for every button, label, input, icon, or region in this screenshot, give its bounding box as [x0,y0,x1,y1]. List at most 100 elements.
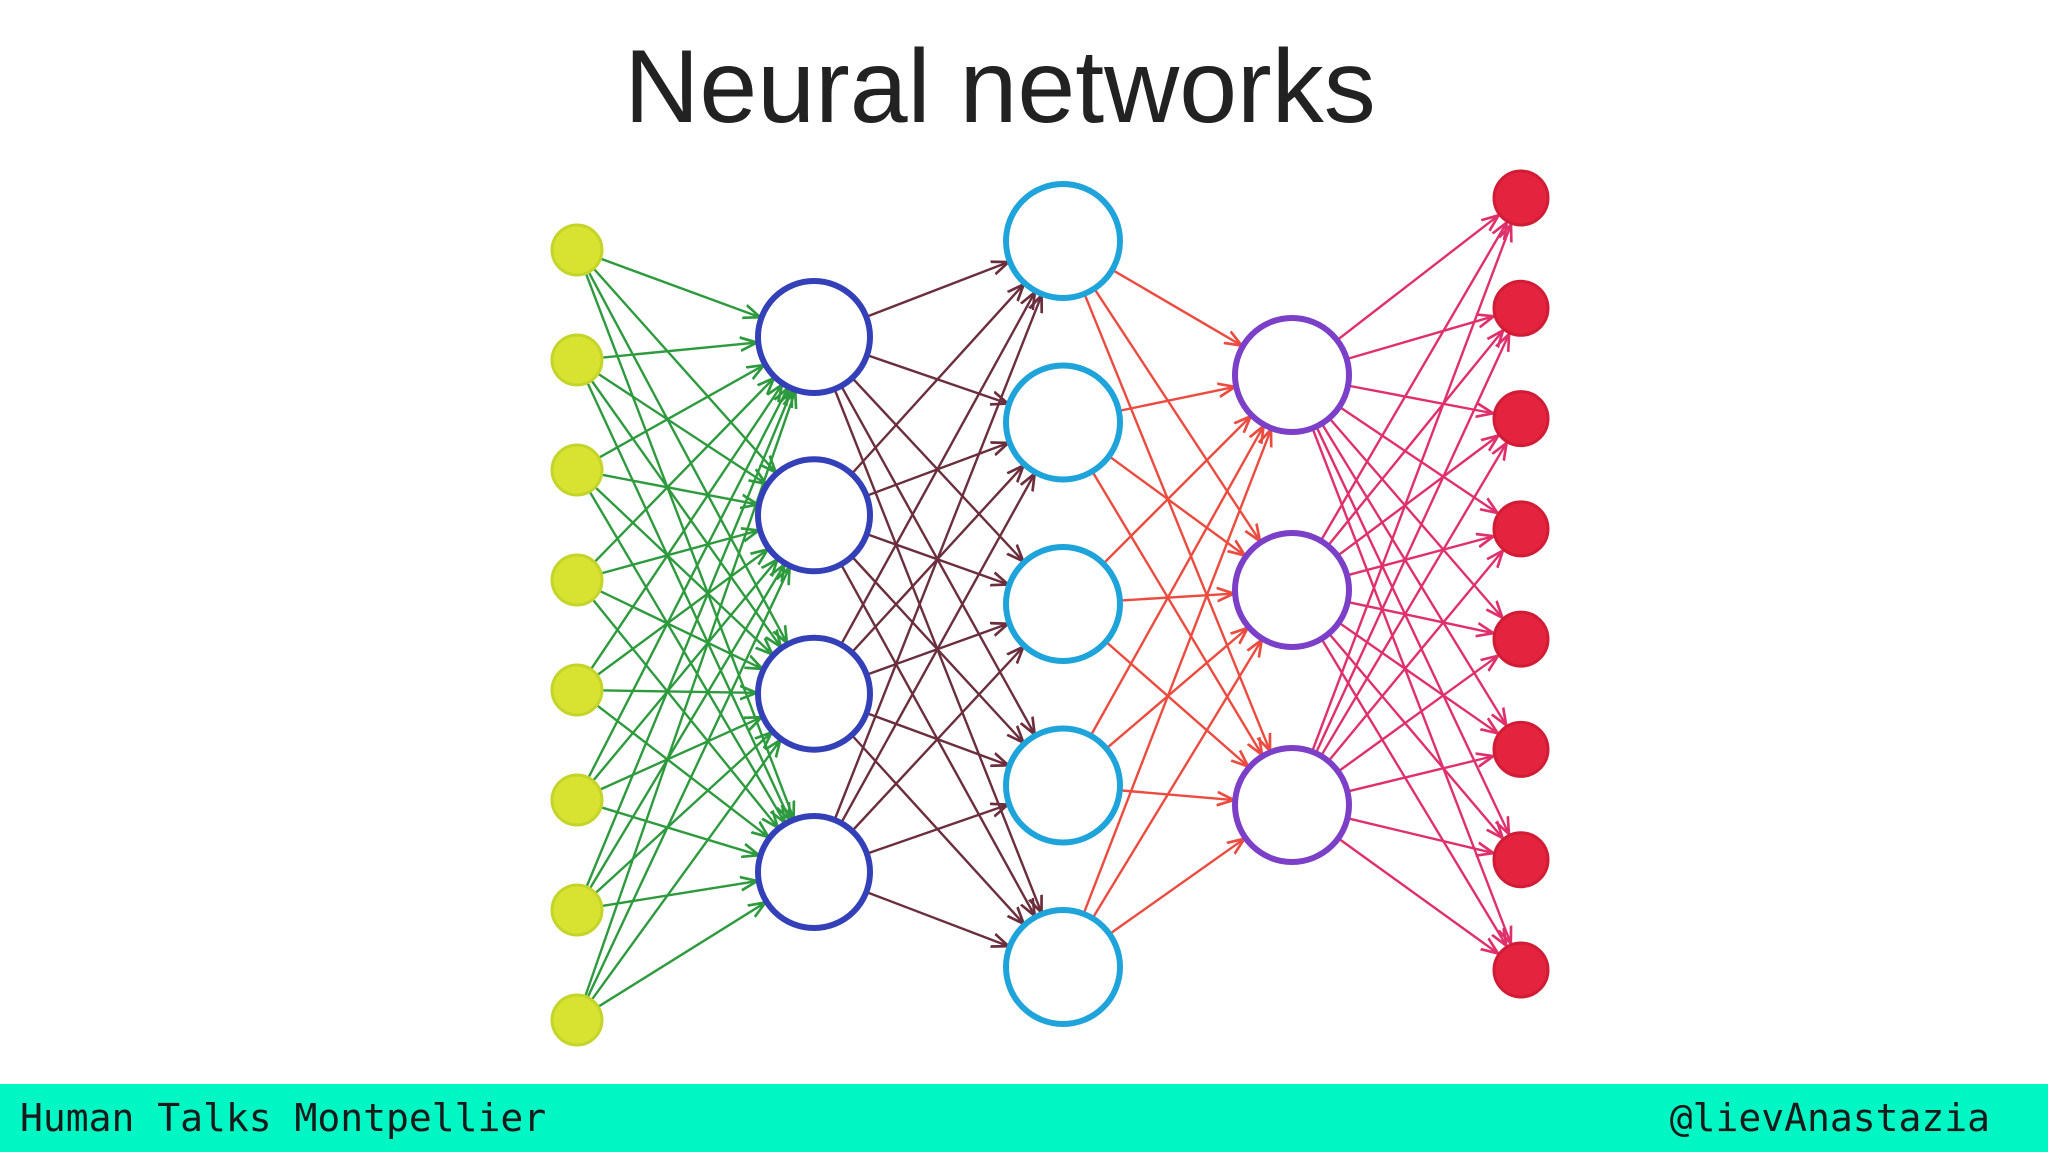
connection-l1-1-to-3 [588,272,787,642]
connection-l1-3-to-3 [595,487,772,654]
connection-l3-1-to-2 [1094,289,1259,540]
connection-l4-2-to-1 [1320,224,1506,541]
neuron-layer1-3 [550,443,604,497]
neuron-layer1-1 [550,223,604,277]
connection-l4-1-to-8 [1311,428,1510,942]
neuron-layer5-2 [1492,279,1550,337]
neuron-layer2-1 [755,278,873,396]
connection-l3-5-to-2 [1092,641,1261,918]
neuron-layer5-5 [1492,610,1550,668]
slide-title: Neural networks [624,29,1376,145]
connection-l3-3-to-2 [1120,594,1232,601]
connection-l1-6-to-3 [600,718,761,791]
connection-l4-1-to-4 [1339,406,1496,512]
connection-l1-6-to-4 [601,806,758,855]
neuron-layer5-8 [1492,941,1550,999]
connection-l3-2-to-3 [1092,471,1261,753]
neuron-layer3-5 [1003,907,1123,1027]
connection-l3-2-to-2 [1109,456,1244,554]
connection-l2-4-to-3 [852,648,1023,831]
connection-l3-3-to-3 [1106,641,1247,766]
neuron-layer1-5 [550,663,604,717]
connection-l2-4-to-1 [834,297,1041,820]
connection-l3-4-to-2 [1106,629,1247,749]
neuron-layer5-1 [1492,169,1550,227]
connection-l3-5-to-3 [1109,840,1243,935]
connection-l4-2-to-7 [1328,633,1501,837]
connection-l4-1-to-2 [1347,317,1493,360]
neuron-layer5-4 [1492,500,1550,558]
connection-l1-6-to-2 [593,561,776,781]
connection-l4-3-to-5 [1338,657,1497,772]
connection-l1-2-to-1 [602,343,755,359]
footer-event-name: Human Talks Montpellier [20,1096,547,1140]
connection-l1-7-to-2 [589,566,784,889]
connection-l4-3-to-2 [1315,336,1509,753]
connection-l4-2-to-8 [1321,639,1506,945]
connection-l1-3-to-2 [602,473,757,504]
connection-l3-4-to-1 [1090,427,1263,736]
connection-l2-4-to-4 [867,805,1007,855]
connection-l1-7-to-4 [602,881,756,907]
connection-l4-1-to-5 [1329,418,1502,617]
connection-l1-7-to-1 [586,392,791,887]
connection-l4-2-to-4 [1347,537,1492,576]
connection-l4-1-to-1 [1337,216,1498,341]
neuron-layer1-4 [550,553,604,607]
connection-l1-5-to-4 [597,705,767,836]
neuron-layer2-2 [755,456,873,575]
neurons-group [550,169,1550,1047]
neuron-layer3-4 [1003,725,1123,846]
connection-l2-4-to-5 [867,891,1007,946]
connection-l1-6-to-1 [588,390,787,778]
neuron-layer4-3 [1232,745,1352,865]
connection-l1-3-to-4 [589,492,784,821]
connection-l1-7-to-3 [595,733,771,893]
connection-l1-2-to-4 [587,383,789,819]
connection-l1-4-to-1 [594,379,773,562]
connection-l3-4-to-3 [1120,789,1232,800]
connection-l1-5-to-1 [590,386,781,669]
connection-l4-3-to-6 [1348,757,1492,793]
neuron-layer1-2 [550,333,604,387]
neuron-layer1-7 [550,883,604,937]
connection-l4-2-to-2 [1327,332,1502,546]
neuron-layer4-1 [1232,315,1352,435]
connection-l4-3-to-3 [1320,444,1506,756]
neuron-layer5-6 [1492,720,1550,778]
connections-group [584,216,1511,1007]
connection-l1-2-to-3 [591,380,780,646]
connection-l1-8-to-4 [598,903,764,1007]
connection-l4-3-to-7 [1348,817,1491,853]
connection-l1-1-to-2 [593,268,775,471]
connection-l1-4-to-3 [600,590,761,669]
connection-l1-2-to-2 [598,373,765,483]
connection-l2-4-to-2 [840,475,1034,823]
connection-l3-1-to-1 [1112,269,1240,345]
connection-l3-2-to-1 [1119,387,1234,412]
connection-l2-2-to-1 [851,285,1023,474]
neuron-layer5-7 [1492,831,1550,889]
connection-l1-5-to-2 [597,550,767,676]
neuron-layer1-6 [550,773,604,827]
connection-l2-1-to-1 [866,263,1007,318]
connection-l3-3-to-1 [1103,417,1250,564]
neuron-layer1-8 [550,993,604,1047]
connection-l4-2-to-3 [1337,437,1497,556]
connection-l3-5-to-1 [1083,431,1270,914]
connection-l4-3-to-4 [1328,552,1502,761]
neuron-layer2-3 [755,634,873,753]
connection-l1-3-to-1 [599,366,763,458]
footer-twitter-handle: @lievAnastazia [1669,1096,1990,1140]
connection-l1-8-to-3 [591,741,779,1000]
connection-l1-8-to-2 [587,569,789,997]
connection-l2-3-to-1 [840,294,1034,644]
connection-l4-3-to-8 [1338,838,1497,953]
footer-bar: Human Talks Montpellier @lievAnastazia [0,1084,2048,1152]
neuron-layer3-2 [1003,362,1123,483]
connection-l4-3-to-1 [1311,226,1511,751]
neuron-layer3-1 [1003,181,1123,301]
neuron-layer5-3 [1492,390,1550,448]
